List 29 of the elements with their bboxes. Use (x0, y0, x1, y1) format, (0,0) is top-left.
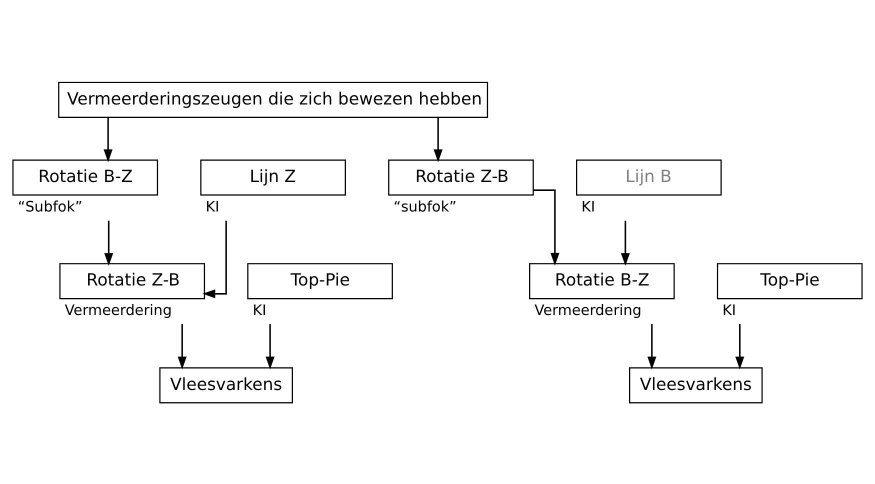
node-label: Vermeerdering (64, 302, 172, 319)
node-box: Rotatie B-Z (12, 160, 158, 196)
arrow (178, 324, 187, 370)
node-box: Rotatie Z-B (388, 160, 534, 196)
arrow (266, 324, 275, 370)
arrow (534, 189, 560, 266)
node-label: “subfok” (394, 199, 457, 216)
node-box: Top-Pie (716, 263, 863, 300)
node-box: Top-Pie (247, 263, 393, 300)
node-box: Vleesvarkens (159, 367, 293, 404)
node-box: Rotatie Z-B (59, 263, 206, 300)
node-box: Vermeerderingszeugen die zich bewezen hebben (58, 82, 488, 118)
arrow (202, 220, 227, 298)
arrow (104, 116, 113, 162)
arrow (620, 220, 630, 266)
node-label: Vermeerdering (534, 302, 642, 319)
arrow (735, 324, 744, 370)
arrow (104, 220, 114, 266)
node-label: “Subfok” (18, 199, 82, 216)
arrow (647, 324, 656, 370)
node-box: Lijn Z (200, 160, 346, 196)
node-label: KI (722, 302, 736, 319)
arrow (434, 116, 443, 162)
node-box: Lijn B (576, 160, 722, 196)
node-label: KI (581, 199, 596, 216)
node-label: KI (206, 199, 220, 216)
node-box: Rotatie B-Z (529, 263, 675, 300)
node-label: KI (252, 302, 266, 319)
node-box: Vleesvarkens (629, 367, 763, 404)
